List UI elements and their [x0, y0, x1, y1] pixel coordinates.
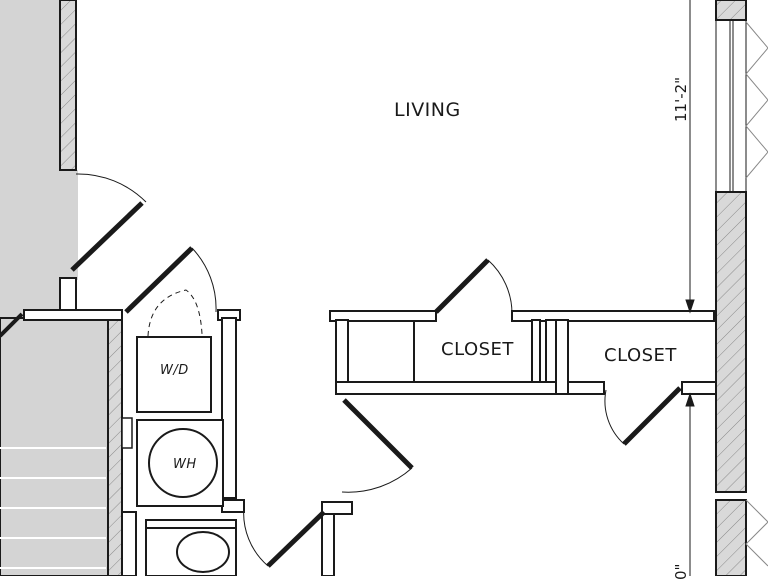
living-room-label: LIVING — [394, 99, 461, 121]
closet-left-walls — [329, 310, 715, 395]
hall-door — [341, 398, 414, 493]
wall-right-bottom — [715, 499, 747, 576]
washer-dryer-label: W/D — [160, 363, 189, 378]
bath-walls — [121, 501, 353, 576]
bath-door — [243, 505, 326, 568]
wall-laundry-left — [107, 317, 123, 576]
wall-right-top — [715, 0, 747, 21]
stair-diagonal — [0, 312, 24, 338]
laundry-valve — [121, 417, 133, 449]
closet-right-walls — [567, 381, 717, 395]
closet-left-label: CLOSET — [441, 339, 514, 360]
wall-right-mid — [715, 191, 747, 493]
entry-door — [70, 173, 147, 272]
dimension-line-lower — [685, 392, 695, 576]
dimension-lower-label: 0" — [672, 563, 690, 580]
closet-right-label: CLOSET — [604, 345, 677, 366]
stair-treads — [0, 447, 106, 569]
toilet-bowl — [176, 531, 230, 573]
dimension-line-upper — [685, 0, 695, 314]
window-lower — [745, 499, 768, 567]
dimension-upper-label: 11'-2" — [672, 76, 690, 122]
wall-left-stub — [59, 277, 77, 311]
closet-right-door — [604, 386, 682, 446]
water-heater-tank — [148, 428, 218, 498]
laundry-door — [124, 246, 217, 337]
washer-dryer-unit — [136, 336, 212, 413]
window-upper — [715, 20, 768, 192]
wall-left-upper — [59, 0, 77, 171]
water-heater-label: WH — [173, 457, 197, 472]
exterior-area-left-entry — [0, 170, 78, 280]
closet-left-door — [434, 258, 513, 315]
wall-laundry-top — [23, 309, 241, 321]
wall-laundry-right — [221, 317, 245, 513]
